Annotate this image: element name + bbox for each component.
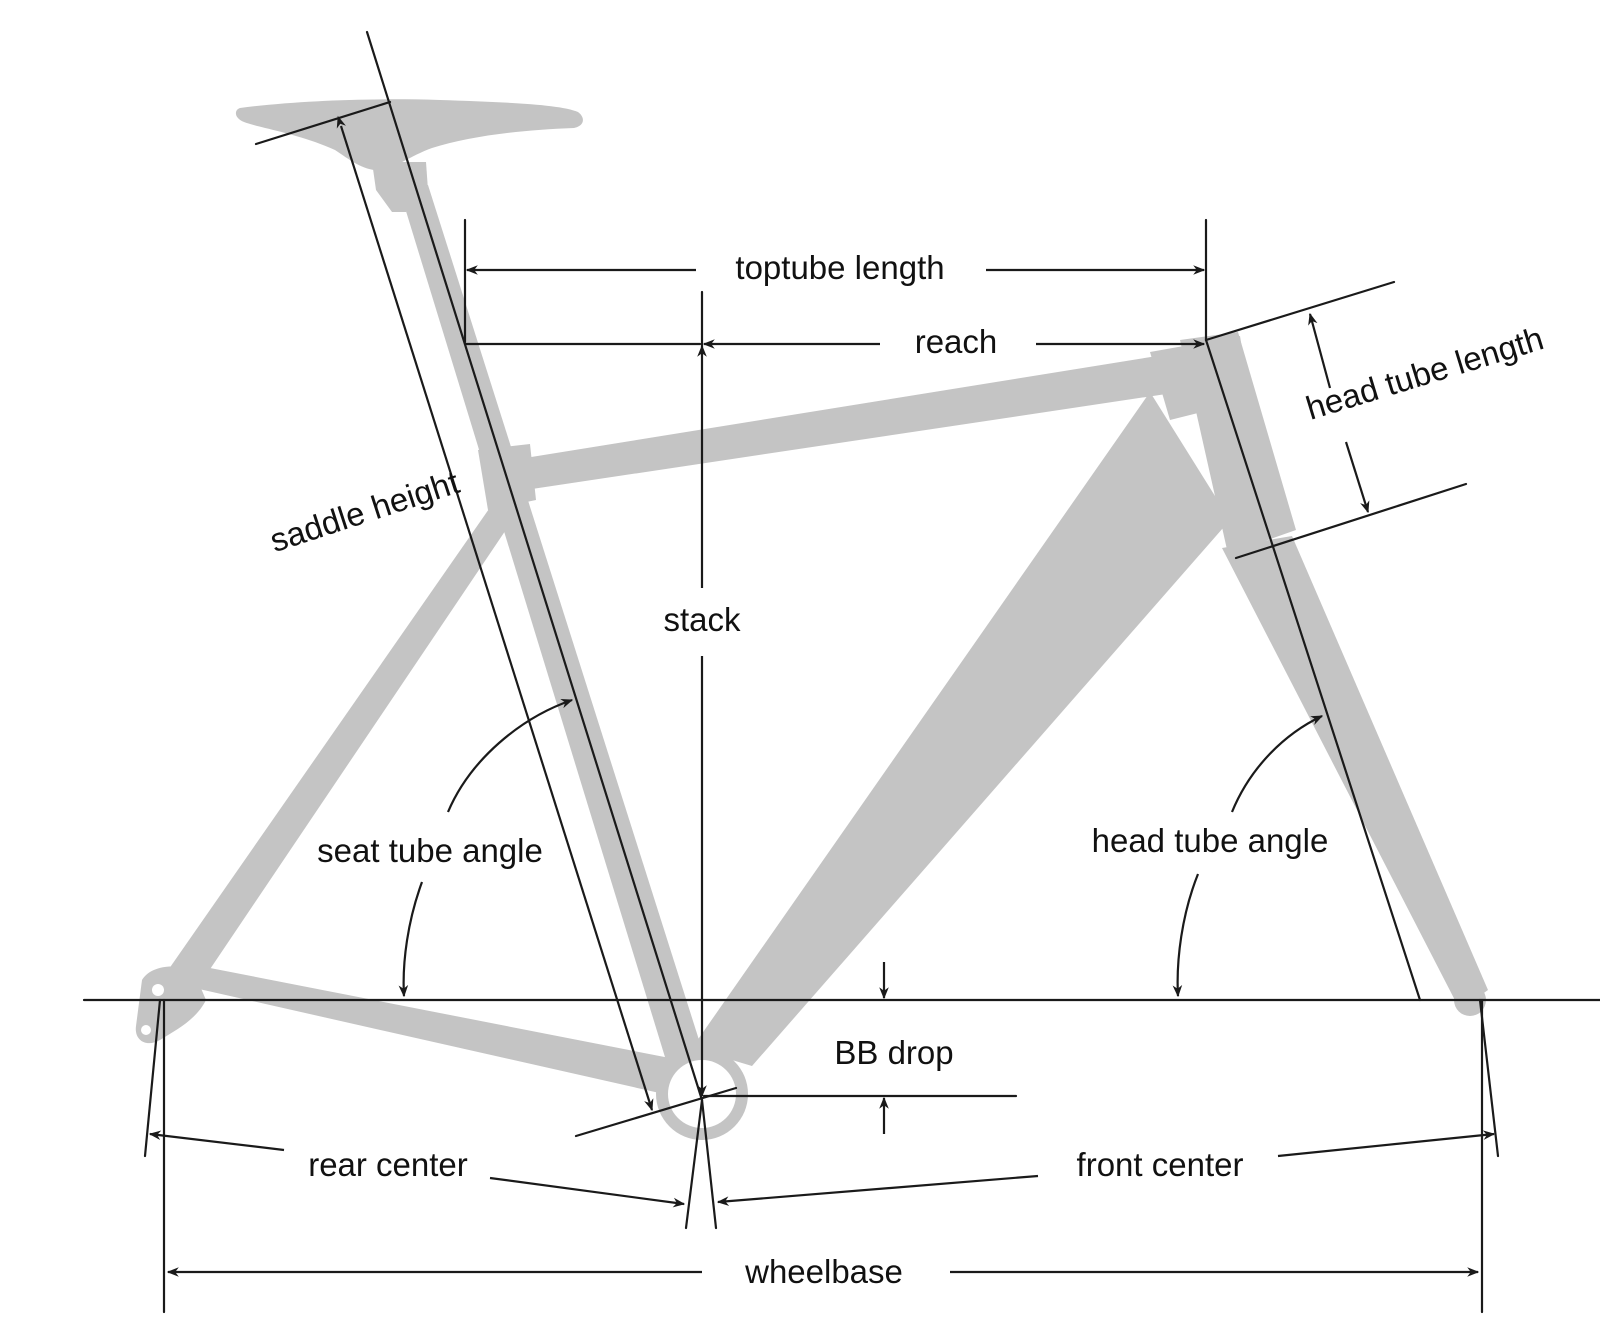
front-center-arrow-left [716,1174,1039,1206]
top-tube [500,352,1206,492]
dimension-lines [82,30,1600,1314]
label-head-tube-angle: head tube angle [1092,822,1329,859]
head-tube-length-arrow-up [1308,312,1332,389]
seat-tube-angle-arrow-top [446,698,574,813]
head-tube-angle-arrow-bottom [1172,873,1200,998]
head-tube-angle-arrow-top [1230,715,1324,813]
rear-center-arrow-left [148,1130,285,1152]
label-saddle-height: saddle height [265,463,463,559]
label-bb-drop: BB drop [834,1034,953,1071]
seat-tube-angle-arrow-bottom [398,881,424,998]
label-seat-tube-angle: seat tube angle [317,832,543,869]
head-tube-length-arrow-down [1344,441,1370,514]
saddle-height-arrow [336,115,654,1112]
seat-stay [164,496,522,990]
label-wheelbase: wheelbase [744,1253,903,1290]
seat-tube-axis [365,30,704,1102]
down-tube [692,392,1230,1066]
label-front-center: front center [1077,1146,1244,1183]
fork [1222,536,1488,1010]
rear-dropout [135,966,206,1044]
label-rear-center: rear center [308,1146,468,1183]
seat-tube [398,185,706,1080]
label-reach: reach [915,323,998,360]
front-center-arrow-right [1277,1130,1496,1158]
chain-stay [168,968,680,1094]
label-head-tube-length: head tube length [1302,319,1548,426]
label-toptube-length: toptube length [735,249,944,286]
rear-center-arrow-right [489,1176,686,1208]
label-stack: stack [663,601,741,638]
steering-axis [1204,338,1422,1002]
